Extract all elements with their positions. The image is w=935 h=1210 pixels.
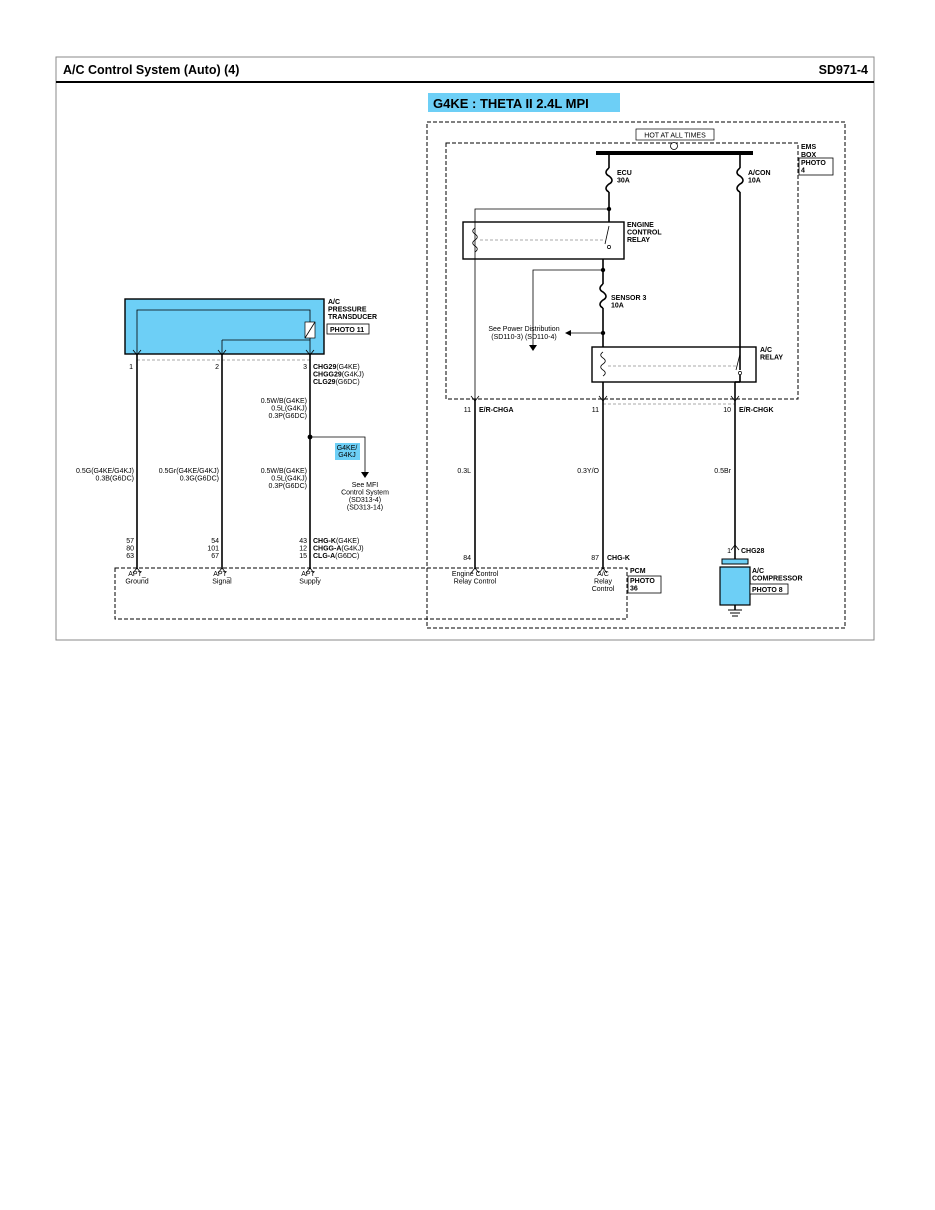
engine-label-box (428, 93, 620, 112)
pcm-label-ground: APT_Ground (125, 571, 148, 586)
wire-label-comp: 0.5Br (714, 468, 731, 475)
compressor-connector: CHG28 (741, 548, 764, 555)
bus-node (670, 142, 678, 150)
wire-label-supply-bottom: 0.5W/B(G4KE)0.5L(G4KJ)0.3P(G6DC) (261, 468, 307, 490)
transducer-photo-box (326, 323, 370, 335)
compressor-body (719, 566, 751, 606)
pcm-label-supply: APT_Supply (299, 571, 321, 586)
ems-photo-box (798, 157, 834, 176)
compressor-photo-box (749, 583, 789, 595)
pcm-acr-connector: CHG-K (607, 555, 630, 562)
hot-label: HOT AT ALL TIMES (644, 133, 706, 140)
compressor-photo: PHOTO 8 (752, 587, 783, 594)
transducer-pin-2: 2 (215, 364, 219, 371)
hot-label-box (635, 128, 715, 141)
pressure-transducer (124, 298, 325, 355)
transducer-photo: PHOTO 11 (330, 327, 364, 334)
sensor3-fuse (599, 283, 607, 309)
wire-label-acr: 0.3Y/O (577, 468, 599, 475)
compressor-pin: 1 (727, 548, 731, 555)
ems-conn-left: E/R-CHGA (479, 407, 514, 414)
page-code: SD971-4 (819, 63, 868, 77)
pcm-label-signal: APT_Signal (212, 571, 232, 586)
ems-pin-right: 10 (723, 407, 731, 414)
acon-fuse (736, 167, 744, 193)
engine-label: G4KE : THETA II 2.4L MPI (433, 96, 589, 111)
transducer-pin-1: 1 (129, 364, 133, 371)
transducer-connector: CHG29(G4KE) CHGG29(G4KJ) CLG29(G6DC) (313, 364, 366, 386)
engine-control-relay (462, 221, 625, 260)
pcm-name: PCM (630, 568, 646, 575)
ems-pin-mid: 11 (592, 407, 599, 414)
wire-label-supply-top: 0.5W/B(G4KE)0.5L(G4KJ)0.3P(G6DC) (261, 398, 307, 420)
engine-relay-coil (472, 227, 478, 253)
power-distribution-ref: See Power Distribution(SD110-3) (SD110-4… (488, 326, 559, 341)
pcm-module (114, 567, 628, 620)
compressor-clutch (721, 558, 749, 565)
mfi-tag-box (335, 443, 360, 460)
ac-relay-coil (600, 351, 606, 377)
ecu-fuse (605, 167, 613, 193)
transducer-pin-3: 3 (303, 364, 307, 371)
page-title: A/C Control System (Auto) (4) (63, 63, 239, 77)
pcm-photo-box (627, 575, 662, 594)
wire-label-ecr: 0.3L (457, 468, 471, 475)
ems-conn-right: E/R-CHGK (739, 407, 774, 414)
ac-relay (591, 346, 757, 383)
pcm-acr-pin: 87 (591, 555, 599, 562)
wire-label-signal: 0.5Gr(G4KE/G4KJ)0.3G(G6DC) (159, 468, 219, 483)
pcm-ecr-pin: 84 (463, 555, 471, 562)
pcm-supply-connector: CHG-K(G4KE) CHGG-A(G4KJ) CLG-A(G6DC) (313, 538, 366, 560)
ems-pin-left: 11 (464, 407, 471, 414)
ems-box (445, 142, 799, 400)
mfi-tag: G4KE/G4KJ (337, 445, 358, 459)
wire-label-ground: 0.5G(G4KE/G4KJ)0.3B(G6DC) (76, 468, 134, 483)
